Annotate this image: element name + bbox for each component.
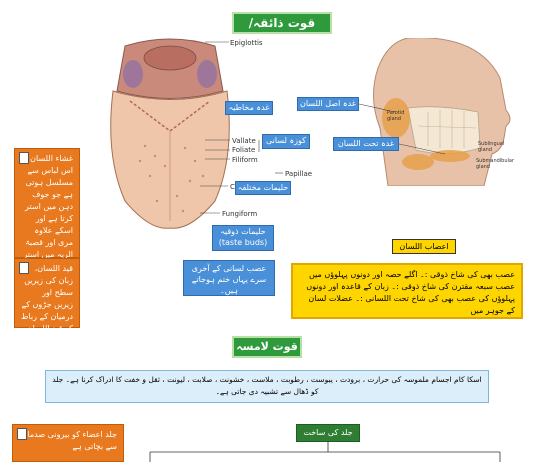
label-submandibular: Submandibular gland <box>476 158 515 170</box>
nerves-box: عصب بھی کی شاخ ذوقی :۔ اگلے حصہ اور دونو… <box>291 263 523 319</box>
note-icon <box>19 262 29 274</box>
taste-buds-box: حلیمات ذوقیہ (taste buds) <box>212 225 274 251</box>
label-filiform: Filiform <box>232 156 258 164</box>
note-icon <box>19 152 29 164</box>
label-vallate: Vallate <box>232 137 256 145</box>
frenulum-text: قید اللسان، زبان کی زیریں سطح اور زیریں … <box>21 264 73 345</box>
gland-base-box: غدہ اصل اللسان <box>297 97 359 111</box>
label-parotid: Parotid gland <box>387 110 405 122</box>
tongue-illustration <box>110 38 230 229</box>
frenulum-note: قید اللسان، زبان کی زیریں سطح اور زیریں … <box>14 258 80 345</box>
touch-description: اسکا کام اجسام ملموسہ کی حرارت ، برودت ،… <box>45 370 489 403</box>
kozah-lisani-box: کوزہ لسانی <box>262 134 310 149</box>
skin-note-text: جلد اعضاء کو بیرونی صدمات سے بچاتی ہے <box>19 430 117 451</box>
nerves-title: اعصاب اللسان <box>392 239 456 254</box>
label-sublingual: Sublingual gland <box>478 141 505 153</box>
taste-buds-en: (taste buds) <box>218 238 268 247</box>
label-papillae: Papillae <box>285 170 313 178</box>
tongue-sheath-text: غشاء اللسان اس لباس سے مسلسل ہوتی ہے جو … <box>23 154 73 271</box>
tongue-sheath-note: غشاء اللسان اس لباس سے مسلسل ہوتی ہے جو … <box>14 148 80 271</box>
taste-heading: قوت ذائقہ/ لسان <box>232 12 332 48</box>
head-illustration <box>373 38 511 186</box>
touch-heading: قوت لامسہ <box>232 336 302 358</box>
mucous-gland-box: غدہ مخاطیہ <box>225 101 273 115</box>
note-icon <box>17 428 27 440</box>
skin-note: جلد اعضاء کو بیرونی صدمات سے بچاتی ہے <box>12 424 124 462</box>
taste-buds-urdu: حلیمات ذوقیہ <box>220 227 266 236</box>
skin-structure-box: جلد کی ساخت <box>296 424 360 442</box>
label-epiglottis: Epiglottis <box>230 39 263 47</box>
papillae-urdu-box: حلیمات مختلفہ <box>235 181 291 195</box>
gland-under-box: غدہ تحت اللسان <box>333 137 399 151</box>
label-foliate: Foliate <box>232 146 256 154</box>
nerve-ending-box: عصب لسانی کے آخری سرے یہاں ختم ہوجاتے ہی… <box>183 260 275 296</box>
label-fungiform: Fungiform <box>222 210 258 218</box>
